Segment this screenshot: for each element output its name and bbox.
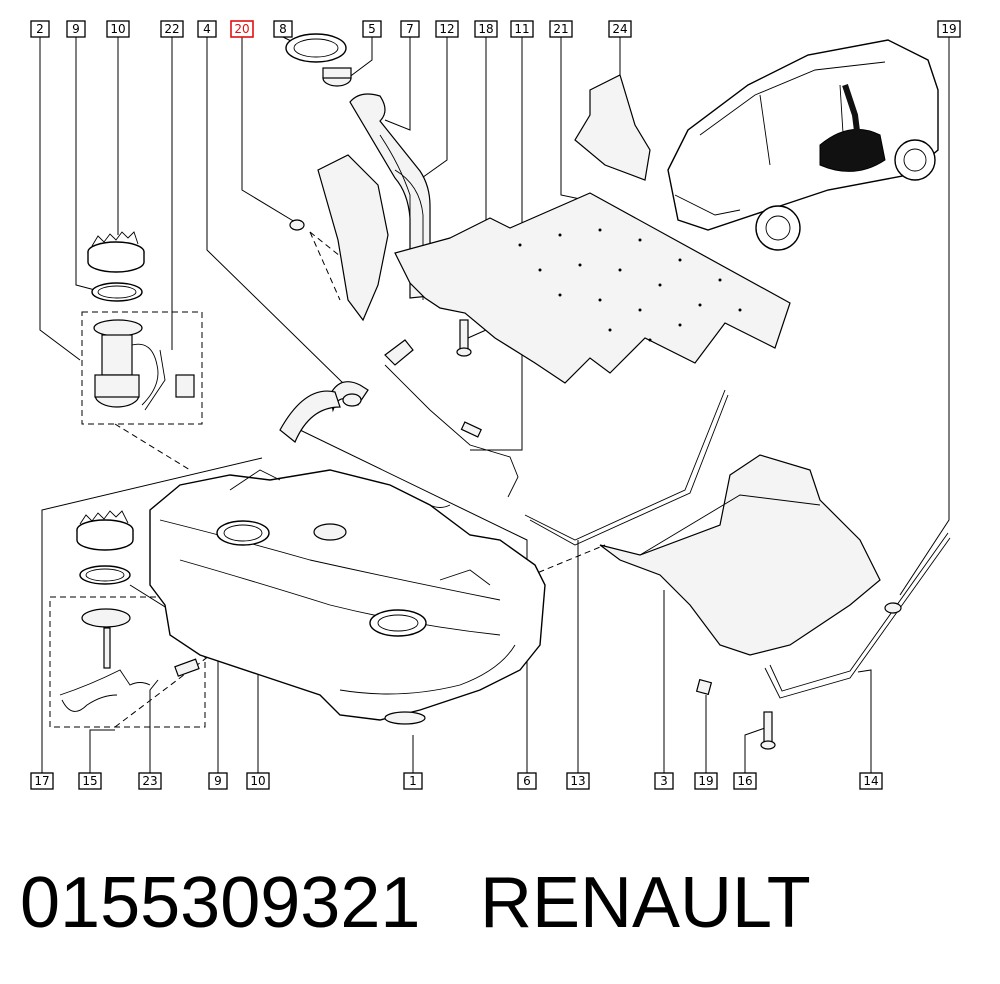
label-text: 11 xyxy=(514,22,529,36)
label-box-12: 12 xyxy=(435,20,459,38)
label-box-10: 10 xyxy=(106,20,130,38)
label-box-23: 23 xyxy=(138,772,162,790)
fuel-gauge-sender-assembly xyxy=(59,510,200,712)
label-box-24: 24 xyxy=(608,20,632,38)
label-box-5: 5 xyxy=(362,20,382,38)
label-box-1: 1 xyxy=(403,772,423,790)
label-text: 9 xyxy=(72,22,80,36)
label-box-13: 13 xyxy=(566,772,590,790)
label-box-9-bottom: 9 xyxy=(208,772,228,790)
filler-neck-assembly xyxy=(279,33,519,508)
label-box-3: 3 xyxy=(654,772,674,790)
label-box-21: 21 xyxy=(549,20,573,38)
label-box-2: 2 xyxy=(30,20,50,38)
fuel-tank xyxy=(149,469,546,725)
label-text: 9 xyxy=(214,774,222,788)
label-box-6: 6 xyxy=(517,772,537,790)
label-text: 10 xyxy=(110,22,125,36)
label-text: 23 xyxy=(142,774,157,788)
label-box-17: 17 xyxy=(30,772,54,790)
label-box-10-bottom: 10 xyxy=(246,772,270,790)
label-box-16: 16 xyxy=(733,772,757,790)
label-text: 5 xyxy=(368,22,376,36)
label-text: 17 xyxy=(34,774,49,788)
label-text: 19 xyxy=(941,22,956,36)
label-box-9: 9 xyxy=(66,20,86,38)
label-box-15: 15 xyxy=(78,772,102,790)
label-text: 14 xyxy=(863,774,878,788)
label-box-11: 11 xyxy=(510,20,534,38)
label-text: 8 xyxy=(279,22,287,36)
label-box-4: 4 xyxy=(197,20,217,38)
label-text: 4 xyxy=(203,22,211,36)
label-box-22: 22 xyxy=(160,20,184,38)
vehicle-location-illustration xyxy=(667,39,939,251)
fuel-pump-module-assembly xyxy=(87,231,195,411)
label-text: 15 xyxy=(82,774,97,788)
label-text: 19 xyxy=(698,774,713,788)
label-text: 7 xyxy=(406,22,414,36)
label-text: 24 xyxy=(612,22,627,36)
label-text: 18 xyxy=(478,22,493,36)
label-box-19-bottom: 19 xyxy=(694,772,718,790)
label-text: 22 xyxy=(164,22,179,36)
label-box-20-highlighted: 20 xyxy=(230,20,254,38)
label-box-18: 18 xyxy=(474,20,498,38)
label-text: 3 xyxy=(660,774,668,788)
tank-shield-and-straps xyxy=(524,389,951,750)
label-text: 21 xyxy=(553,22,568,36)
part-number: 0155309321 xyxy=(20,863,421,943)
label-box-19: 19 xyxy=(937,20,961,38)
label-text: 6 xyxy=(523,774,531,788)
label-box-7: 7 xyxy=(400,20,420,38)
label-box-14: 14 xyxy=(859,772,883,790)
label-text: 13 xyxy=(570,774,585,788)
label-text: 1 xyxy=(409,774,417,788)
brand-name: RENAULT xyxy=(480,863,811,943)
label-text: 16 xyxy=(737,774,752,788)
label-text: 20 xyxy=(234,22,249,36)
label-text: 12 xyxy=(439,22,454,36)
label-text: 10 xyxy=(250,774,265,788)
label-text: 2 xyxy=(36,22,44,36)
label-box-8: 8 xyxy=(273,20,293,38)
underbody-panel xyxy=(394,74,791,384)
